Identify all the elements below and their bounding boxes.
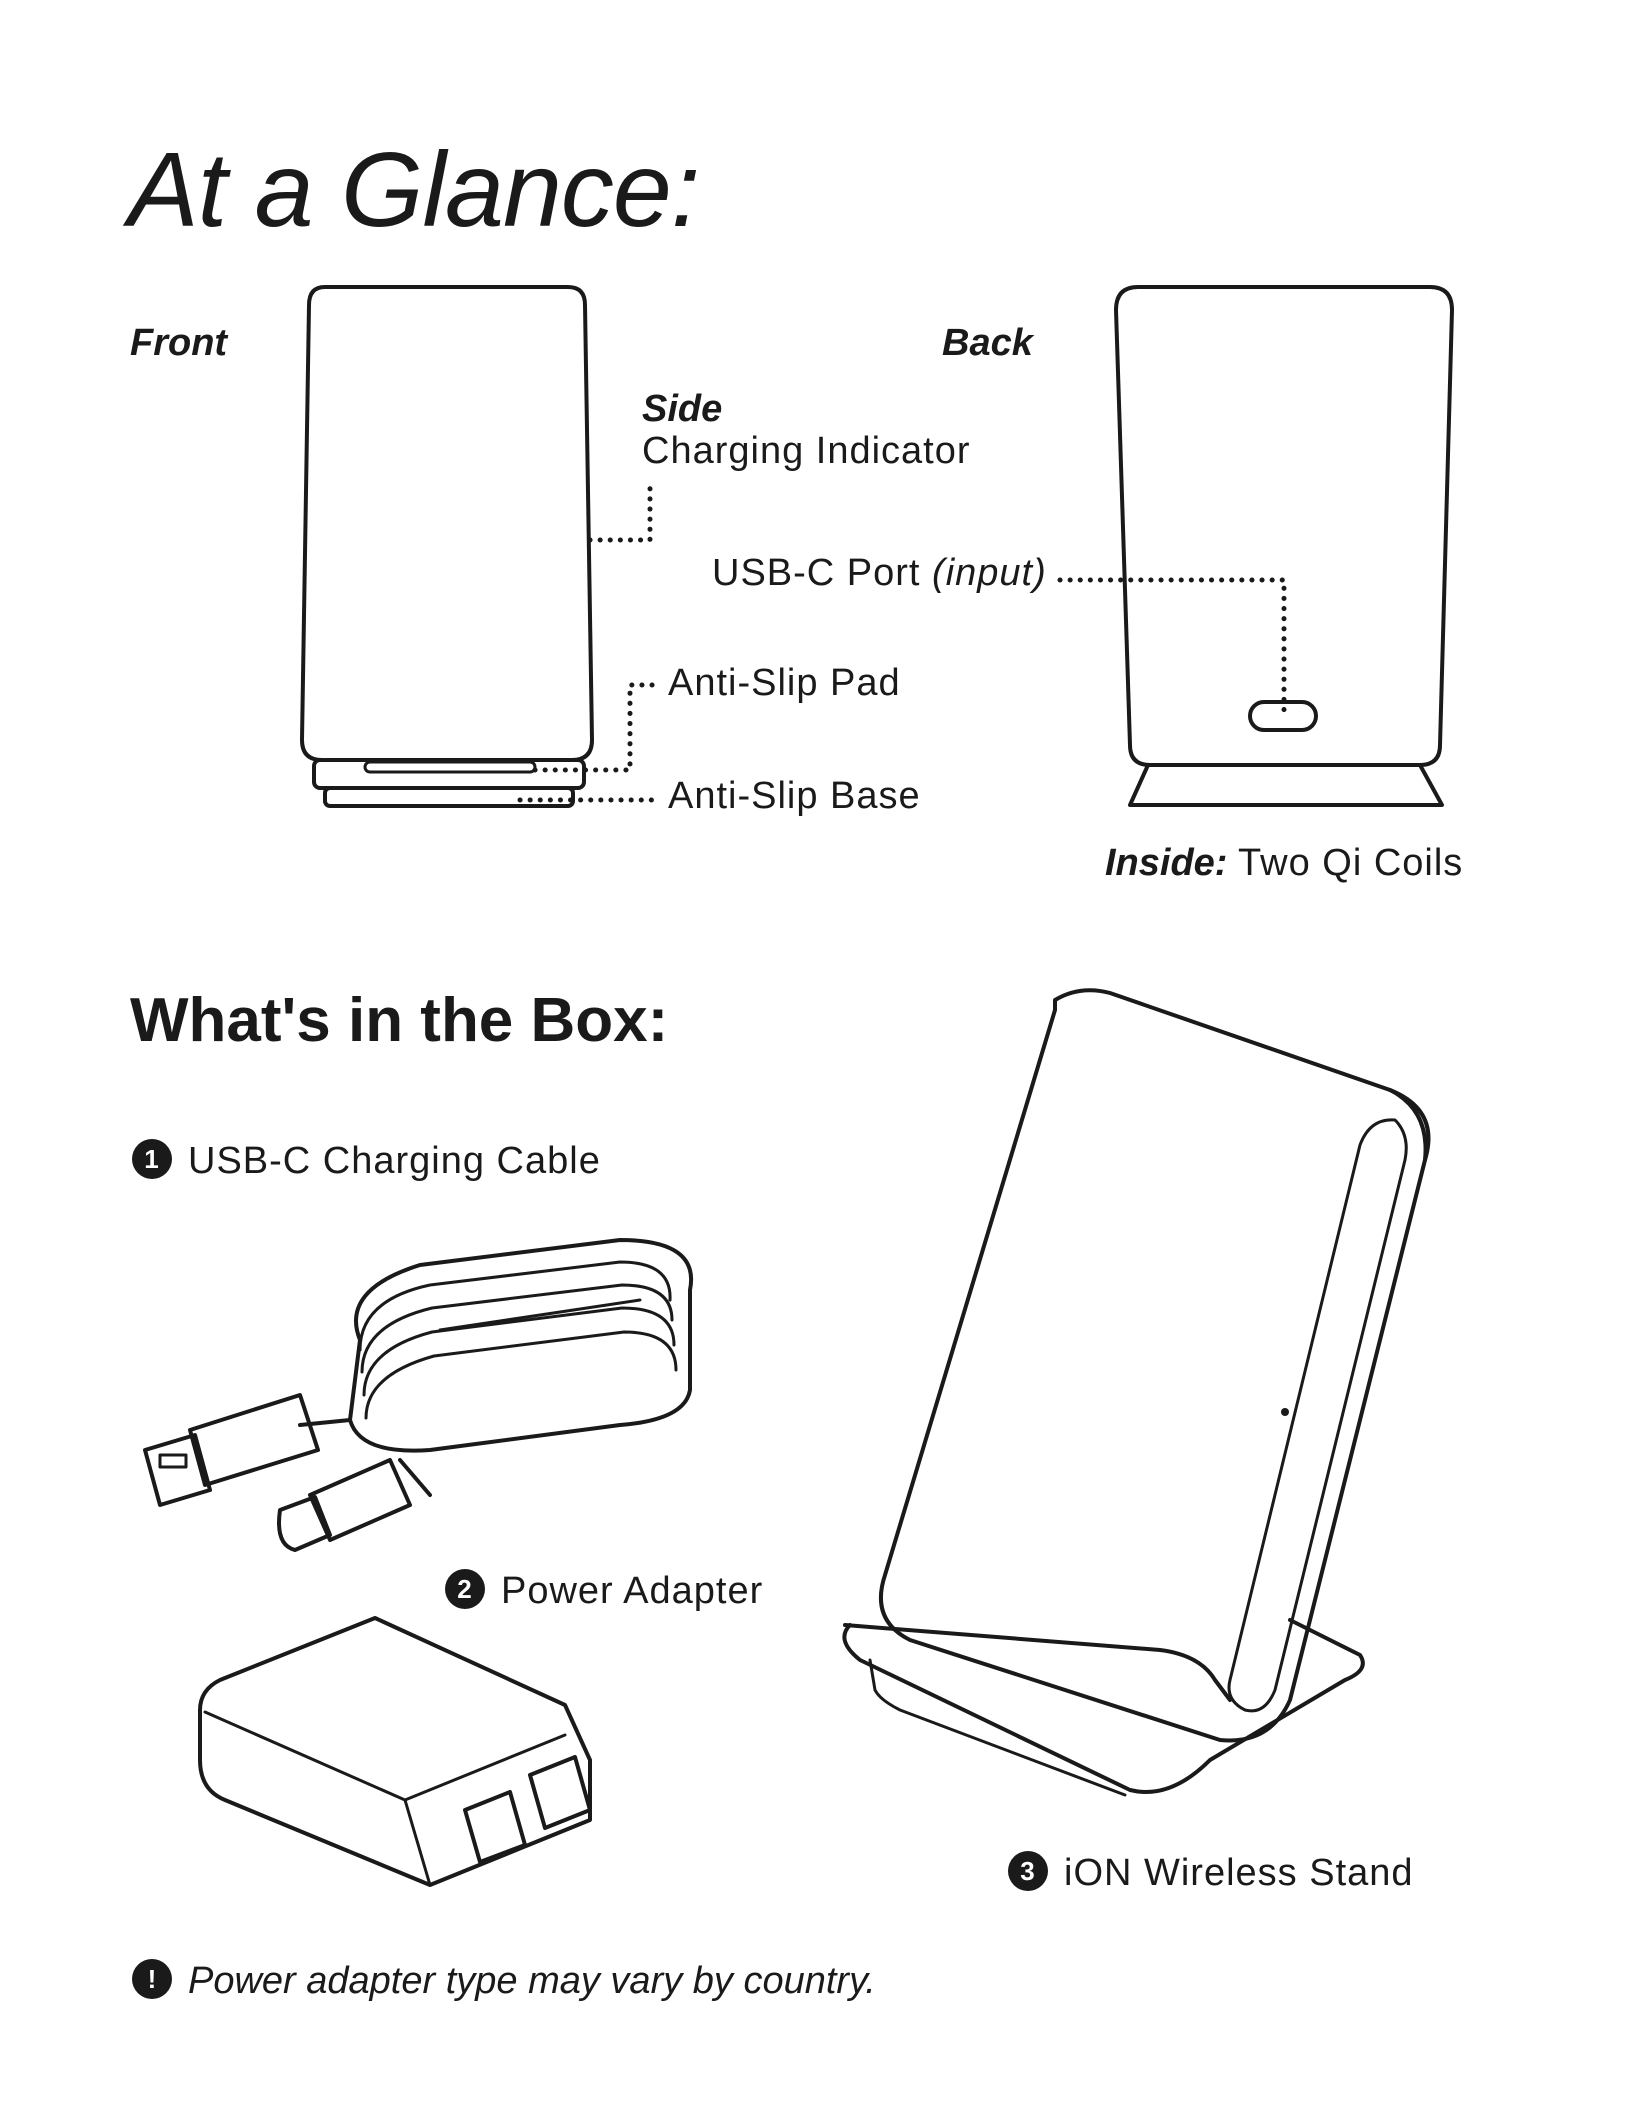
usb-port-note: (input) bbox=[932, 552, 1047, 594]
charging-indicator-label: Charging Indicator bbox=[642, 430, 971, 473]
box-item-adapter: 2 Power Adapter bbox=[445, 1570, 763, 1613]
front-stand-drawing bbox=[302, 287, 660, 806]
usb-port-text: USB-C Port bbox=[712, 552, 920, 594]
adapter-note-text: Power adapter type may vary by country. bbox=[188, 1960, 876, 2002]
usb-cable-drawing bbox=[145, 1240, 691, 1550]
number-3-icon: 3 bbox=[1008, 1851, 1048, 1891]
power-adapter-drawing bbox=[200, 1618, 590, 1885]
inside-info: Inside: Two Qi Coils bbox=[1105, 842, 1463, 885]
back-stand-drawing bbox=[1060, 287, 1452, 805]
box-item-label: USB-C Charging Cable bbox=[188, 1140, 601, 1182]
side-label: Side bbox=[642, 388, 722, 431]
wireless-stand-drawing bbox=[844, 990, 1428, 1795]
anti-slip-base-label: Anti-Slip Base bbox=[668, 775, 921, 818]
back-label: Back bbox=[942, 322, 1033, 365]
box-heading: What's in the Box: bbox=[130, 985, 668, 1056]
page-title: At a Glance: bbox=[128, 130, 699, 251]
box-item-cable: 1 USB-C Charging Cable bbox=[132, 1140, 601, 1183]
warning-icon: ! bbox=[132, 1959, 172, 1999]
box-item-label: Power Adapter bbox=[501, 1570, 763, 1612]
inside-value: Two Qi Coils bbox=[1238, 842, 1463, 884]
number-1-icon: 1 bbox=[132, 1139, 172, 1179]
box-item-stand: 3 iON Wireless Stand bbox=[1008, 1852, 1414, 1895]
anti-slip-pad-label: Anti-Slip Pad bbox=[668, 662, 901, 705]
adapter-note: ! Power adapter type may vary by country. bbox=[132, 1960, 876, 2003]
front-label: Front bbox=[130, 322, 227, 365]
box-item-label: iON Wireless Stand bbox=[1064, 1852, 1414, 1894]
usb-port-label: USB-C Port (input) bbox=[712, 552, 1047, 595]
inside-label: Inside: bbox=[1105, 842, 1227, 884]
number-2-icon: 2 bbox=[445, 1569, 485, 1609]
